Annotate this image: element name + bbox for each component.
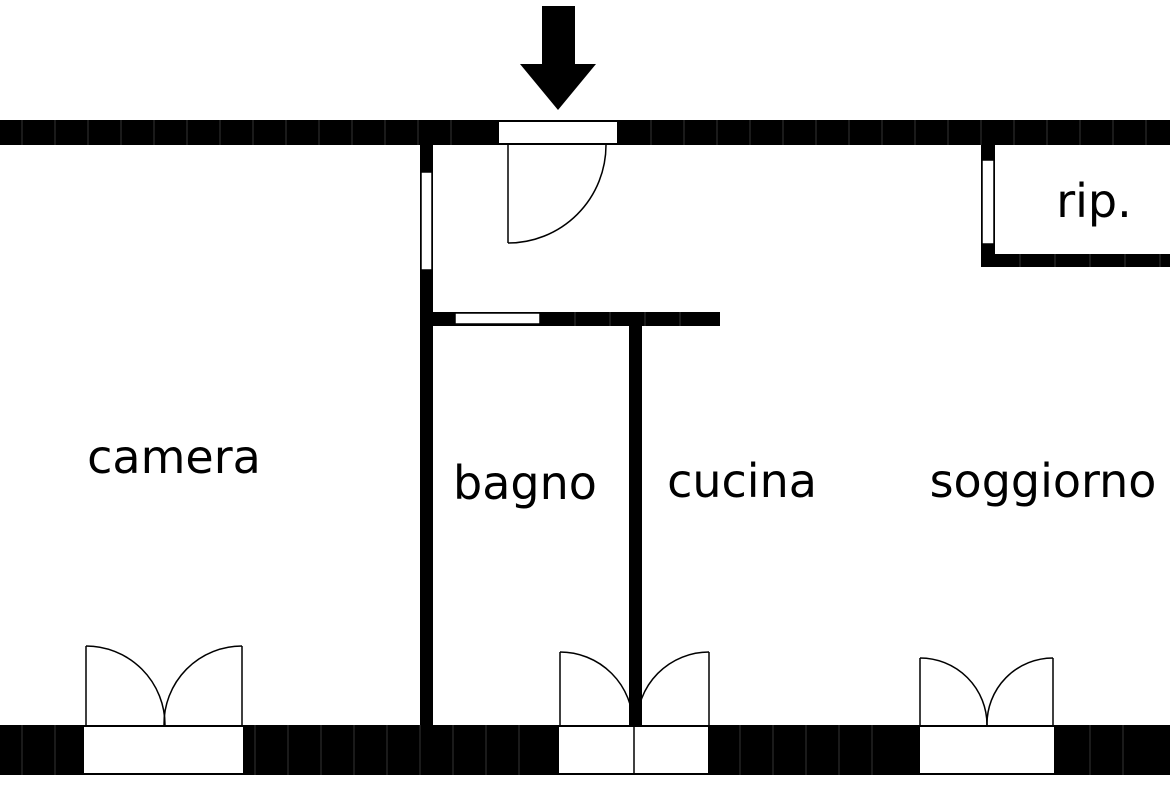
bottom-exterior-wall bbox=[0, 725, 1170, 775]
room-label-camera: camera bbox=[87, 430, 261, 484]
room-label-soggiorno: soggiorno bbox=[930, 454, 1157, 508]
camera-balcony-door bbox=[85, 645, 243, 726]
bagno-cucina-partition-wall bbox=[629, 326, 642, 725]
arrow-down-icon bbox=[520, 6, 596, 110]
soggiorno-balcony-door bbox=[919, 657, 1054, 726]
room-label-ripostiglio: rip. bbox=[1056, 174, 1132, 228]
entrance-door bbox=[507, 144, 607, 244]
room-label-bagno: bagno bbox=[453, 456, 597, 510]
ripostiglio-walls bbox=[981, 145, 1170, 267]
bagno-cucina-balcony-door bbox=[559, 651, 710, 726]
camera-partition-wall bbox=[420, 145, 433, 725]
top-exterior-wall bbox=[0, 120, 1170, 145]
bagno-cucina-top-wall bbox=[433, 312, 720, 326]
room-label-cucina: cucina bbox=[667, 454, 817, 508]
